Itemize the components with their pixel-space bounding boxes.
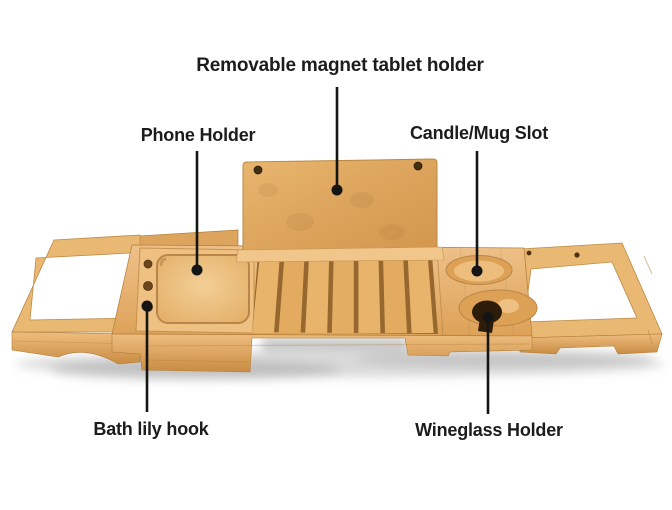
- phone-holder-tray: [135, 247, 255, 334]
- label-phone-holder: Phone Holder: [140, 125, 256, 145]
- deck-front-face: [111, 333, 533, 373]
- magnet-dot-right: [413, 161, 423, 171]
- magnet-dot-left: [253, 165, 263, 175]
- peg-hole: [574, 252, 580, 258]
- label-candle-mug-slot: Candle/Mug Slot: [410, 123, 548, 143]
- panel-ledge: [235, 246, 445, 263]
- right-extension: [519, 242, 663, 355]
- pointer-dots: [141, 184, 494, 323]
- wineglass-holder: [458, 289, 538, 333]
- label-bath-lily-hook: Bath lily hook: [93, 419, 209, 439]
- slat-section: [252, 253, 438, 334]
- tablet-holder-panel: [235, 158, 445, 263]
- peg-hole: [526, 250, 532, 256]
- label-tablet-holder: Removable magnet tablet holder: [196, 55, 484, 76]
- label-wineglass-holder: Wineglass Holder: [415, 420, 563, 440]
- pointer-lines: [145, 87, 490, 414]
